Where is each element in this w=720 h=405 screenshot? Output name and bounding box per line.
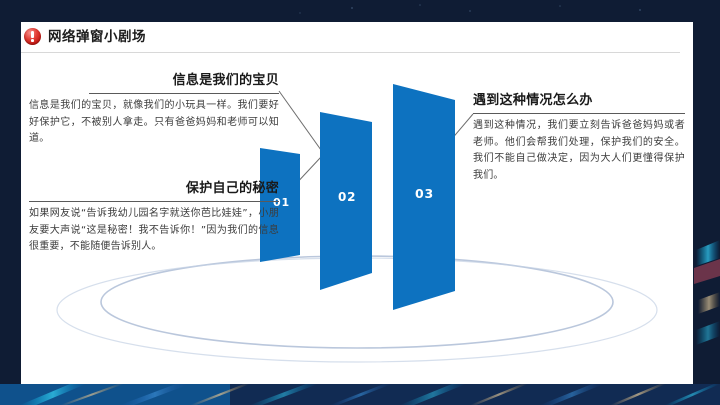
panel-number-02: 02 (338, 190, 357, 204)
info-block-3-body: 遇到这种情况，我们要立刻告诉爸爸妈妈或者老师。他们会帮我们处理，保护我们的安全。… (473, 120, 685, 181)
info-block-1-rule (89, 93, 279, 94)
slide-header: 网络弹窗小剧场 (21, 22, 693, 54)
alert-circle-icon (24, 28, 41, 45)
header-divider (21, 52, 680, 53)
info-block-1: 信息是我们的宝贝 信息是我们的宝贝，就像我们的小玩具一样。我们要好好保护它，不被… (29, 72, 279, 148)
info-block-3-rule (473, 113, 685, 114)
info-block-1-body: 信息是我们的宝贝，就像我们的小玩具一样。我们要好好保护它，不被别人拿走。只有爸爸… (29, 100, 279, 144)
panel-number-03: 03 (415, 186, 434, 201)
info-block-2-rule (29, 201, 279, 202)
slide-canvas: 网络弹窗小剧场 01 02 03 信息是我们的宝贝 信息是我们的宝贝，就像我们的… (21, 22, 693, 384)
info-block-2-title: 保护自己的秘密 (185, 181, 279, 196)
page-title: 网络弹窗小剧场 (48, 29, 146, 45)
info-block-2-body: 如果网友说“告诉我幼儿园名字就送你芭比娃娃”，小朋友要大声说“这是秘密！我不告诉… (29, 208, 279, 252)
panel-number-01: 01 (273, 196, 290, 209)
info-block-2: 保护自己的秘密 如果网友说“告诉我幼儿园名字就送你芭比娃娃”，小朋友要大声说“这… (29, 180, 279, 256)
info-block-3: 遇到这种情况怎么办 遇到这种情况，我们要立刻告诉爸爸妈妈或者老师。他们会帮我们处… (473, 92, 685, 184)
info-block-3-title: 遇到这种情况怎么办 (473, 93, 593, 108)
info-block-1-title: 信息是我们的宝贝 (172, 73, 279, 88)
